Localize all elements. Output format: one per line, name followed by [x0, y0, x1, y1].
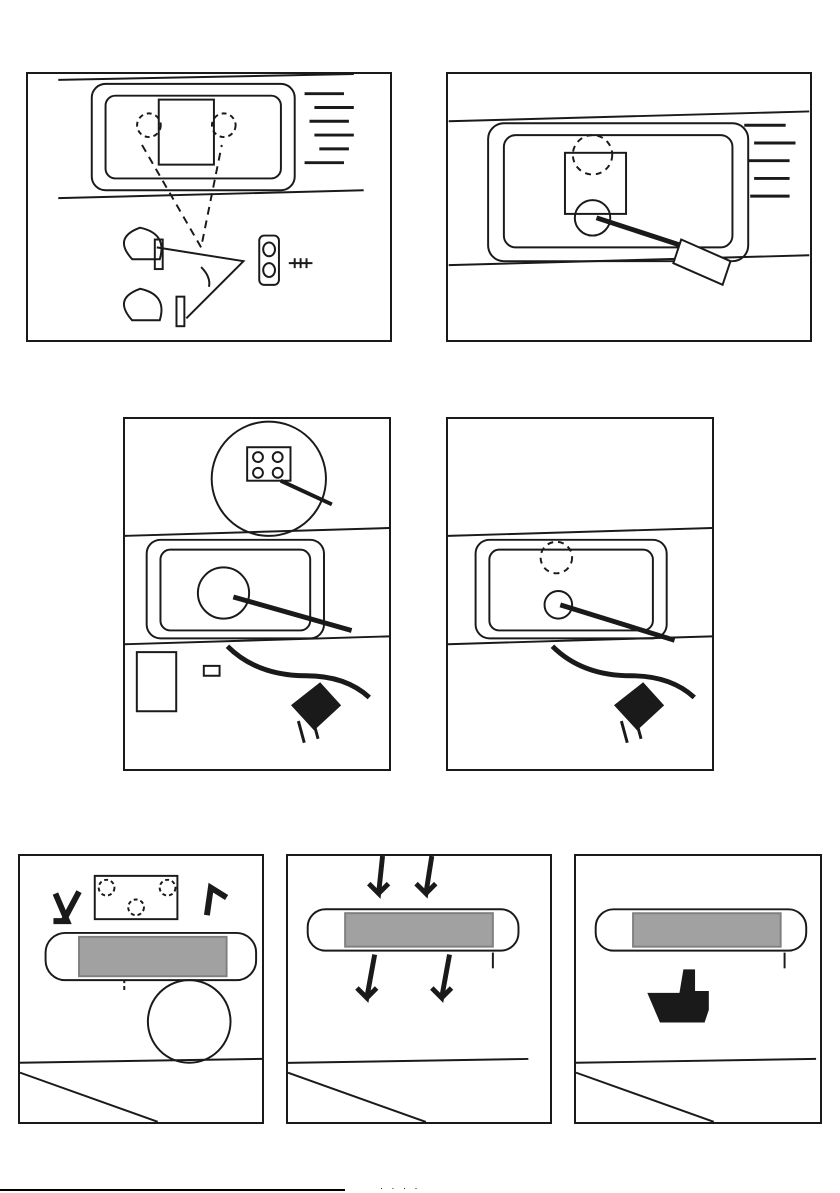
- bracket-parts-illustration: [28, 74, 390, 340]
- wall-plate-illustration: [20, 856, 262, 1122]
- wiring-terminal-illustration: [125, 419, 389, 769]
- step-5-wall-plate-panel: [18, 854, 264, 1124]
- close-cover-illustration: [448, 419, 712, 769]
- step-1-bracket-parts-panel: [26, 72, 392, 342]
- step-2-screw-bracket-panel: [446, 72, 812, 342]
- hang-heater-illustration: [288, 856, 550, 1122]
- step-6-hang-heater-panel: [286, 854, 552, 1124]
- screw-bracket-illustration: [448, 74, 810, 340]
- step-3-wiring-panel: [123, 417, 391, 771]
- footer-rule: [0, 1189, 345, 1191]
- thumbs-up-illustration: [576, 856, 820, 1122]
- step-7-complete-panel: [574, 854, 822, 1124]
- step-4-cover-panel: [446, 417, 714, 771]
